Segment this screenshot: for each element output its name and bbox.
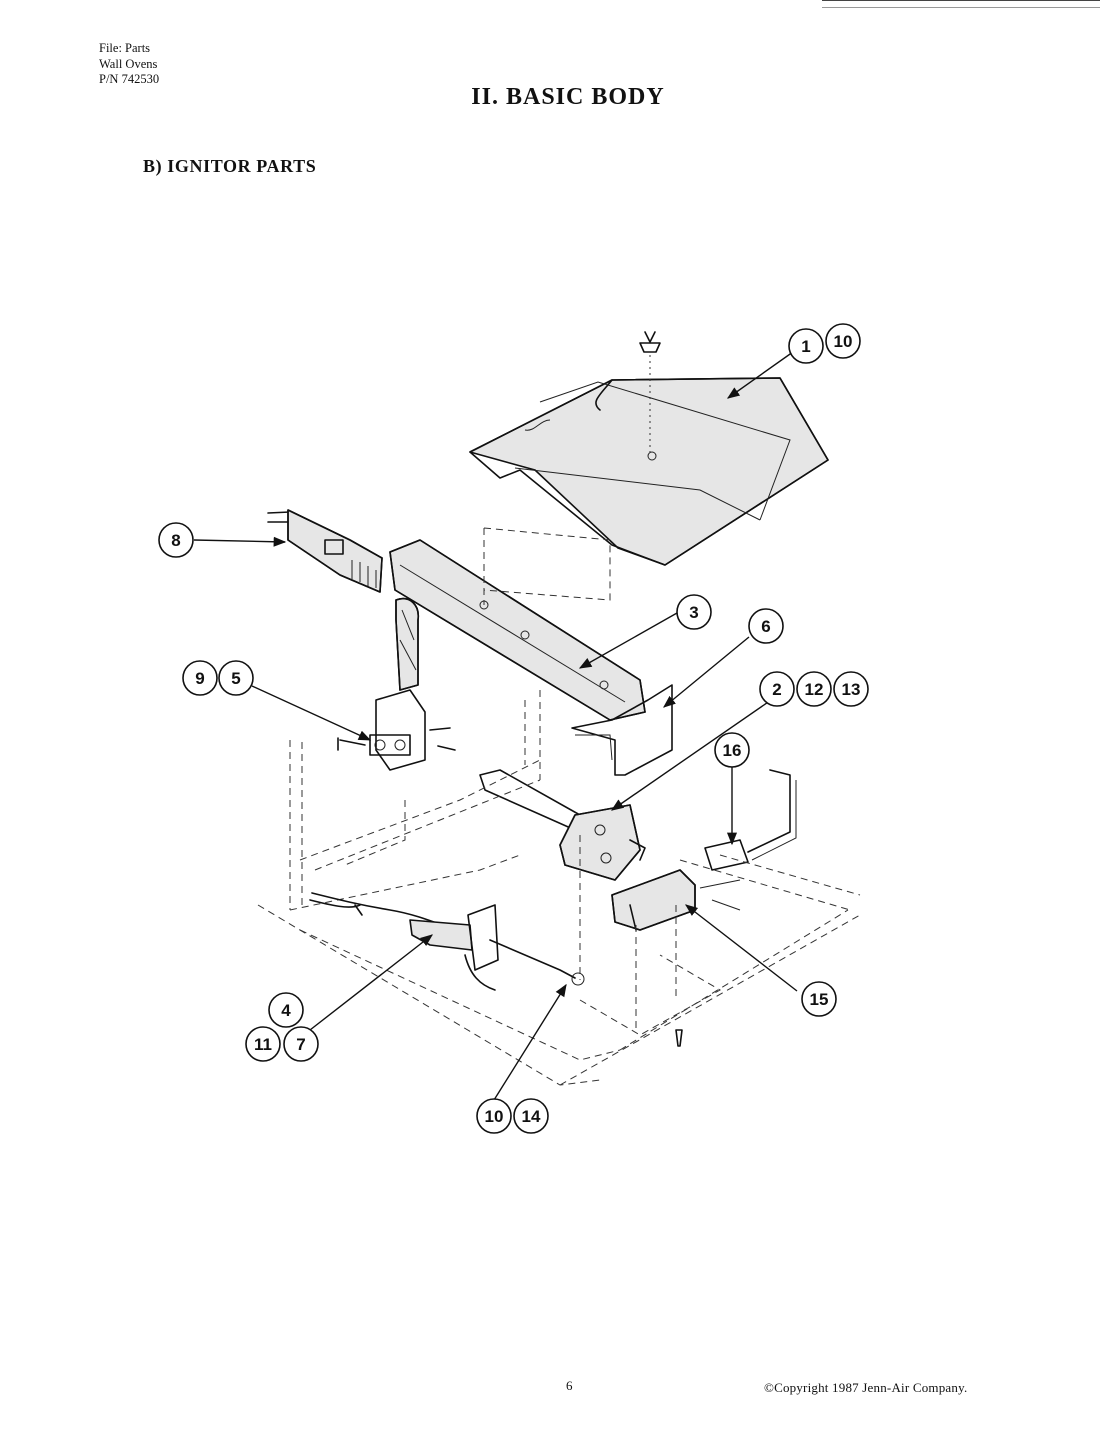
leader-9-5 xyxy=(251,685,372,741)
callout-16: 16 xyxy=(714,732,750,768)
svg-text:16: 16 xyxy=(723,741,742,760)
svg-text:7: 7 xyxy=(296,1035,305,1054)
callout-9: 9 xyxy=(182,660,218,696)
svg-text:15: 15 xyxy=(810,990,829,1009)
tube-fitting xyxy=(704,769,797,871)
leader-2-12-13 xyxy=(610,697,775,811)
callout-3: 3 xyxy=(676,594,712,630)
svg-text:11: 11 xyxy=(254,1035,272,1054)
ignitor-sleeve xyxy=(395,598,420,691)
safety-valve xyxy=(611,869,741,931)
burner-bracket xyxy=(389,539,646,721)
callout-10-top: 10 xyxy=(825,323,861,359)
svg-text:13: 13 xyxy=(842,680,861,699)
deflector-shield xyxy=(469,377,829,566)
valve-assembly xyxy=(479,769,646,881)
callout-7: 7 xyxy=(283,1026,319,1062)
leader-6 xyxy=(663,636,750,708)
svg-text:6: 6 xyxy=(761,617,770,636)
svg-text:8: 8 xyxy=(171,531,180,550)
product-line: Wall Ovens xyxy=(99,56,158,71)
copyright-notice: ©Copyright 1987 Jenn-Air Company. xyxy=(764,1380,968,1395)
leader-4-11-7 xyxy=(309,934,433,1031)
callout-13: 13 xyxy=(833,671,869,707)
svg-text:5: 5 xyxy=(231,669,240,688)
top-rule xyxy=(822,0,1100,8)
svg-text:4: 4 xyxy=(281,1001,291,1020)
screw xyxy=(675,1029,683,1047)
callout-11: 11 xyxy=(245,1026,281,1062)
leader-15 xyxy=(685,904,798,992)
page-number: 6 xyxy=(566,1378,573,1393)
oven-body-outline xyxy=(257,690,861,1086)
terminal-block xyxy=(267,509,383,593)
leader-3 xyxy=(578,612,678,669)
section-subtitle: B) IGNITOR PARTS xyxy=(143,156,317,176)
page-title: II. BASIC BODY xyxy=(471,84,665,110)
leader-8 xyxy=(193,536,287,547)
callout-6: 6 xyxy=(748,608,784,644)
svg-text:10: 10 xyxy=(834,332,853,351)
part-number-line: P/N 742530 xyxy=(99,72,160,86)
file-line: File: Parts xyxy=(99,41,151,55)
leader-1-10 xyxy=(726,346,801,399)
callout-2: 2 xyxy=(759,671,795,707)
callout-15: 15 xyxy=(801,981,837,1017)
side-bracket xyxy=(571,684,673,776)
callout-10-bottom: 10 xyxy=(476,1098,512,1134)
wing-nut xyxy=(639,331,661,353)
callout-8: 8 xyxy=(158,522,194,558)
callout-4: 4 xyxy=(268,992,304,1028)
file-info: File: Parts Wall Ovens P/N 742530 xyxy=(99,41,159,88)
ignitor-cable xyxy=(309,892,585,991)
svg-text:14: 14 xyxy=(522,1107,541,1126)
svg-text:9: 9 xyxy=(195,669,204,688)
svg-text:2: 2 xyxy=(772,680,781,699)
callout-1: 1 xyxy=(788,328,824,364)
svg-text:1: 1 xyxy=(801,337,810,356)
mount-guide-plate xyxy=(483,527,611,605)
callout-12: 12 xyxy=(796,671,832,707)
callout-5: 5 xyxy=(218,660,254,696)
leader-10-14 xyxy=(493,983,567,1101)
svg-text:12: 12 xyxy=(805,680,824,699)
svg-text:3: 3 xyxy=(689,603,698,622)
ignitor-plate xyxy=(337,689,456,771)
svg-text:10: 10 xyxy=(485,1107,504,1126)
callout-14: 14 xyxy=(513,1098,549,1134)
